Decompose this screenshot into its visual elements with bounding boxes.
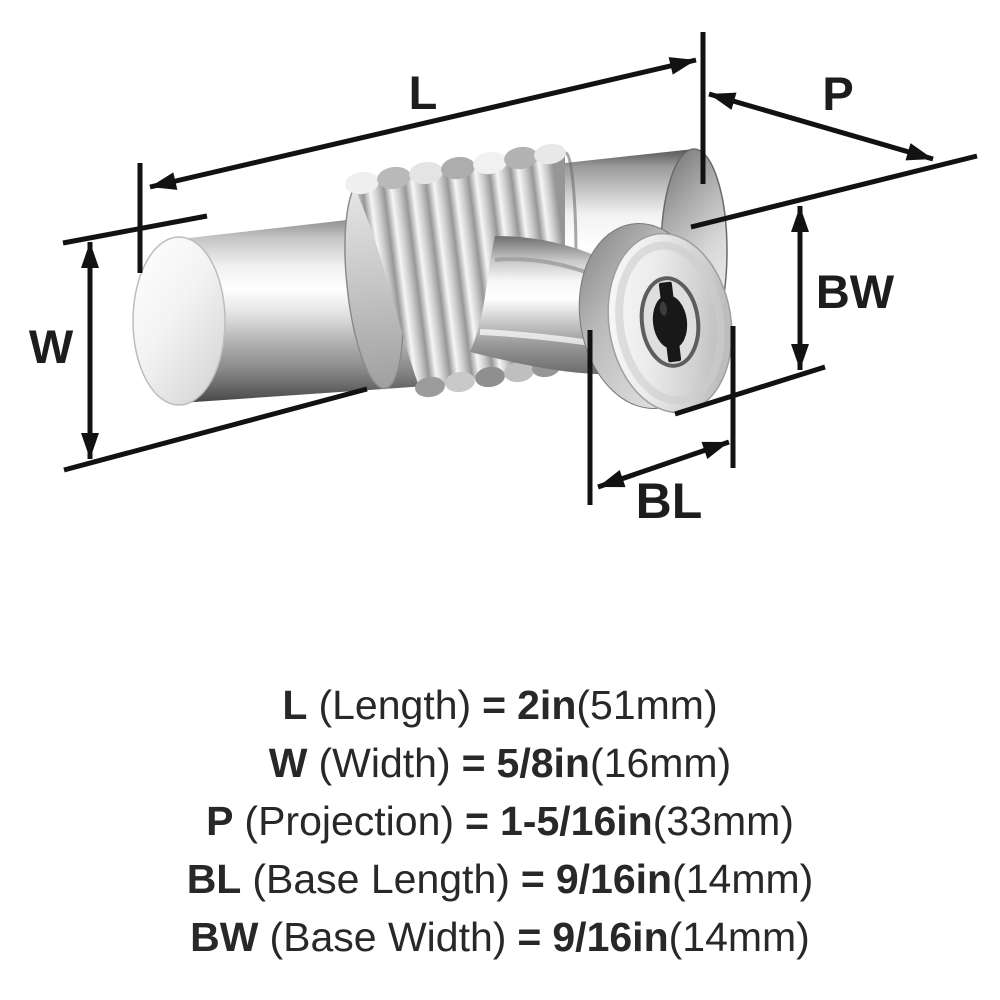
spec-equals: = bbox=[482, 682, 507, 728]
dimension-lines bbox=[62, 32, 978, 505]
spec-metric: (16mm) bbox=[589, 740, 732, 786]
p-dimension-label: P bbox=[822, 67, 853, 120]
knob-left-face bbox=[132, 236, 226, 406]
spec-name: (Projection) bbox=[244, 798, 455, 844]
spec-line-projection: P(Projection)=1-5/16in(33mm) bbox=[0, 792, 1000, 850]
knob-illustration bbox=[132, 143, 733, 414]
spec-symbol: BL bbox=[186, 856, 242, 902]
spec-equals: = bbox=[461, 740, 486, 786]
knob-base bbox=[578, 223, 733, 414]
spec-value: 9/16in bbox=[552, 914, 669, 960]
spec-name: (Base Width) bbox=[269, 914, 507, 960]
l-dimension-line bbox=[149, 57, 697, 190]
w-dimension-label: W bbox=[29, 320, 74, 373]
base-face-ring bbox=[615, 241, 725, 405]
bl-dimension-line bbox=[597, 439, 730, 490]
bw-dimension-label: BW bbox=[816, 265, 895, 318]
spec-list: L(Length)=2in(51mm) W(Width)=5/8in(16mm)… bbox=[0, 676, 1000, 966]
spec-name: (Width) bbox=[318, 740, 451, 786]
spec-symbol: W bbox=[268, 740, 308, 786]
dimension-labels: L P W BW BL bbox=[29, 66, 895, 529]
bl-dimension-label: BL bbox=[636, 473, 703, 529]
spec-value: 5/8in bbox=[496, 740, 590, 786]
l-dimension-label: L bbox=[409, 66, 438, 119]
spec-equals: = bbox=[517, 914, 542, 960]
w-extension-top bbox=[62, 213, 208, 246]
spec-line-length: L(Length)=2in(51mm) bbox=[0, 676, 1000, 734]
spec-metric: (33mm) bbox=[652, 798, 794, 844]
p-dimension-line bbox=[708, 91, 934, 162]
knurl-bottom-teeth bbox=[415, 358, 560, 398]
spec-symbol: BW bbox=[190, 914, 259, 960]
spec-value: 2in bbox=[517, 682, 577, 728]
bw-extension-bottom bbox=[674, 364, 826, 417]
spec-symbol: L bbox=[282, 682, 308, 728]
spec-metric: (14mm) bbox=[668, 914, 810, 960]
spec-value: 1-5/16in bbox=[500, 798, 653, 844]
w-extension-bottom bbox=[63, 386, 368, 473]
spec-name: (Length) bbox=[318, 682, 472, 728]
spec-equals: = bbox=[465, 798, 489, 844]
spec-equals: = bbox=[520, 856, 545, 902]
p-extension-line bbox=[690, 153, 978, 230]
base-keyhole bbox=[652, 281, 688, 363]
spec-value: 9/16in bbox=[555, 856, 673, 902]
spec-metric: (51mm) bbox=[576, 682, 718, 728]
spec-symbol: P bbox=[206, 798, 234, 844]
knob-diagram-svg: L P W BW BL bbox=[29, 32, 978, 529]
spec-name: (Base Length) bbox=[252, 856, 510, 902]
dimension-diagram: L P W BW BL bbox=[29, 32, 978, 529]
spec-line-base-width: BW(Base Width)=9/16in(14mm) bbox=[0, 908, 1000, 966]
spec-metric: (14mm) bbox=[672, 856, 814, 902]
spec-line-width: W(Width)=5/8in(16mm) bbox=[0, 734, 1000, 792]
spec-line-base-length: BL(Base Length)=9/16in(14mm) bbox=[0, 850, 1000, 908]
